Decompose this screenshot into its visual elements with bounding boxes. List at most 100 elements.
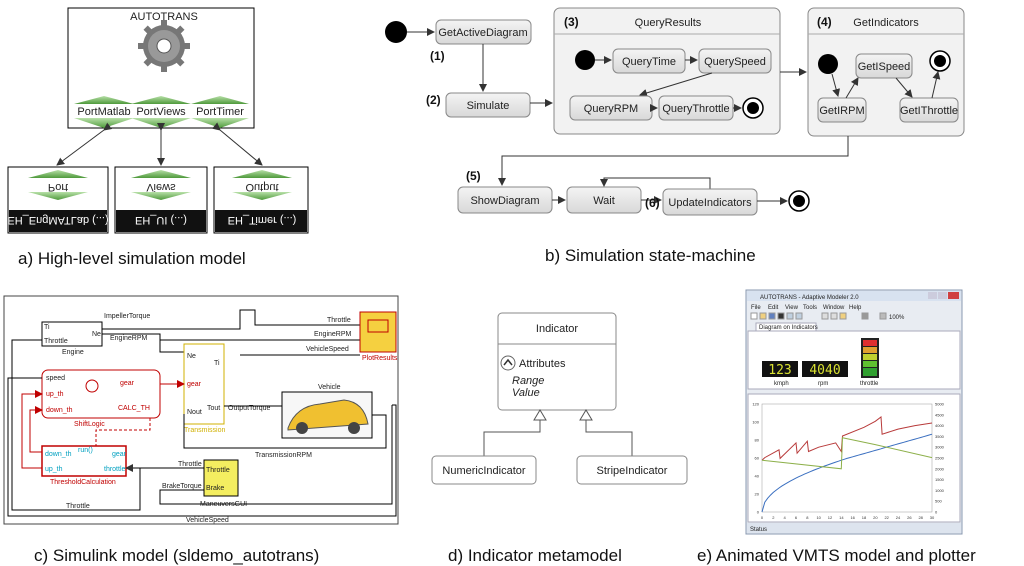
block-transmission: Ne gear Nout Ti Tout Transmission bbox=[183, 343, 225, 434]
menu-window[interactable]: Window bbox=[823, 305, 845, 311]
open-icon[interactable] bbox=[759, 312, 767, 320]
maximize-button[interactable] bbox=[938, 292, 947, 299]
svg-text:run(): run() bbox=[78, 447, 93, 454]
svg-text:VehicleSpeed: VehicleSpeed bbox=[186, 517, 229, 524]
state-getindicators: GetIndicators (4) GetIRPM GetISpeed GetI… bbox=[807, 7, 965, 137]
copy-icon[interactable] bbox=[830, 312, 838, 320]
block-thresholdcalculation: down_th up_th run() gear throttle Thresh… bbox=[41, 445, 127, 486]
svg-text:Engine: Engine bbox=[62, 349, 84, 356]
svg-text:Simulate: Simulate bbox=[467, 100, 510, 112]
y-right-tick-label: 500 bbox=[935, 499, 942, 504]
undo-icon[interactable] bbox=[786, 312, 794, 320]
caption-c: c) Simulink model (sldemo_autotrans) bbox=[34, 546, 319, 565]
class-stripeindicator: StripeIndicator bbox=[576, 455, 688, 485]
y-right-tick-label: 0 bbox=[935, 510, 938, 515]
svg-text:CALC_TH: CALC_TH bbox=[118, 405, 150, 412]
svg-text:ShiftLogic: ShiftLogic bbox=[74, 421, 105, 428]
svg-text:Vehicle: Vehicle bbox=[318, 384, 341, 391]
svg-text:(3): (3) bbox=[564, 15, 579, 29]
svg-text:Indicator: Indicator bbox=[536, 323, 579, 335]
svg-text:EH_UI (...): EH_UI (...) bbox=[135, 214, 187, 226]
panel-c: Ti Throttle Ne Engine ImpellerTorque Eng… bbox=[3, 295, 399, 565]
autotrans-title: AUTOTRANS bbox=[130, 11, 198, 23]
menu-help[interactable]: Help bbox=[849, 305, 862, 311]
x-tick-label: 26 bbox=[907, 515, 912, 520]
svg-text:Transmission: Transmission bbox=[184, 427, 225, 434]
print-icon[interactable] bbox=[861, 312, 869, 320]
state-queryresults: QueryResults (3) QueryTime QuerySpeed Qu… bbox=[553, 7, 781, 135]
y-left-tick-label: 0 bbox=[757, 510, 760, 515]
cut-icon[interactable] bbox=[821, 312, 829, 320]
svg-text:rpm: rpm bbox=[818, 381, 828, 387]
minimize-button[interactable] bbox=[928, 292, 937, 299]
svg-text:(4): (4) bbox=[817, 15, 832, 29]
menu-file[interactable]: File bbox=[751, 305, 761, 311]
close-button[interactable] bbox=[948, 292, 959, 299]
svg-text:QueryResults: QueryResults bbox=[635, 17, 702, 29]
x-tick-label: 14 bbox=[839, 515, 844, 520]
svg-text:GetIndicators: GetIndicators bbox=[853, 17, 919, 29]
svg-text:ShowDiagram: ShowDiagram bbox=[470, 195, 539, 207]
block-vehicle: Vehicle bbox=[281, 384, 373, 439]
menu-tools[interactable]: Tools bbox=[803, 305, 817, 311]
svg-text:VehicleSpeed: VehicleSpeed bbox=[306, 346, 349, 353]
y-right-tick-label: 3000 bbox=[935, 445, 945, 450]
svg-text:GetActiveDiagram: GetActiveDiagram bbox=[438, 27, 527, 39]
svg-text:Value: Value bbox=[512, 387, 540, 399]
zoom-level[interactable]: 100% bbox=[889, 315, 905, 321]
svg-text:throttle: throttle bbox=[104, 466, 126, 473]
menu-edit[interactable]: Edit bbox=[768, 305, 779, 311]
svg-text:(1): (1) bbox=[430, 49, 445, 63]
new-icon[interactable] bbox=[750, 312, 758, 320]
svg-text:Brake: Brake bbox=[206, 485, 224, 492]
y-right-tick-label: 3500 bbox=[935, 434, 945, 439]
series-speed bbox=[761, 433, 933, 513]
svg-text:QueryThrottle: QueryThrottle bbox=[662, 103, 729, 115]
save-icon[interactable] bbox=[768, 312, 776, 320]
svg-text:Ne: Ne bbox=[92, 331, 101, 338]
svg-text:EH_EngMATLab (...): EH_EngMATLab (...) bbox=[7, 214, 108, 226]
zoom-icon[interactable] bbox=[879, 312, 887, 320]
svg-text:BrakeTorque: BrakeTorque bbox=[162, 483, 202, 490]
block-engine: Ti Throttle Ne Engine bbox=[41, 321, 103, 356]
initial-state bbox=[385, 21, 407, 43]
svg-text:GetIThrottle: GetIThrottle bbox=[900, 105, 958, 117]
svg-text:(5): (5) bbox=[466, 169, 481, 183]
svg-text:TransmissionRPM: TransmissionRPM bbox=[255, 452, 312, 459]
svg-text:UpdateIndicators: UpdateIndicators bbox=[668, 197, 752, 209]
state-wait: Wait bbox=[566, 186, 642, 214]
x-tick-label: 18 bbox=[862, 515, 867, 520]
redo-icon[interactable] bbox=[795, 312, 803, 320]
menu-bar: File Edit View Tools Window Help bbox=[751, 305, 862, 311]
svg-text:Throttle: Throttle bbox=[66, 503, 90, 510]
gauge-rpm: 4040 rpm bbox=[802, 361, 848, 387]
y-right-tick-label: 2500 bbox=[935, 456, 945, 461]
class-numericindicator: NumericIndicator bbox=[431, 455, 537, 485]
menu-view[interactable]: View bbox=[785, 305, 799, 311]
run-icon[interactable] bbox=[777, 312, 785, 320]
x-tick-label: 24 bbox=[896, 515, 901, 520]
y-left-tick-label: 60 bbox=[755, 456, 760, 461]
y-right-tick-label: 5000 bbox=[935, 402, 945, 407]
svg-text:QueryTime: QueryTime bbox=[622, 56, 676, 68]
svg-text:kmph: kmph bbox=[774, 381, 789, 387]
diagram-view bbox=[747, 330, 961, 390]
svg-text:QuerySpeed: QuerySpeed bbox=[704, 56, 766, 68]
svg-text:(2): (2) bbox=[426, 93, 441, 107]
y-left-tick-label: 100 bbox=[752, 420, 759, 425]
handler-eh-engmatlab: Port EH_EngMATLab (...) bbox=[7, 166, 109, 234]
svg-text:speed: speed bbox=[46, 375, 65, 382]
paste-icon[interactable] bbox=[839, 312, 847, 320]
svg-text:AUTOTRANS - Adaptive Modeler 2: AUTOTRANS - Adaptive Modeler 2.0 bbox=[760, 295, 859, 301]
svg-text:Nout: Nout bbox=[187, 409, 202, 416]
svg-text:PortViews: PortViews bbox=[136, 106, 186, 118]
block-plotresults: PlotResults bbox=[359, 311, 398, 362]
svg-text:Diagram on Indicators: Diagram on Indicators bbox=[759, 325, 818, 331]
svg-text:Throttle: Throttle bbox=[44, 338, 68, 345]
x-tick-label: 6 bbox=[795, 515, 798, 520]
panel-b: GetActiveDiagram (1) (2) Simulate QueryR… bbox=[385, 7, 965, 265]
svg-text:QueryRPM: QueryRPM bbox=[584, 103, 638, 115]
x-tick-label: 12 bbox=[828, 515, 833, 520]
panel-d: Indicator Attributes Range Value Numeric… bbox=[431, 312, 688, 565]
